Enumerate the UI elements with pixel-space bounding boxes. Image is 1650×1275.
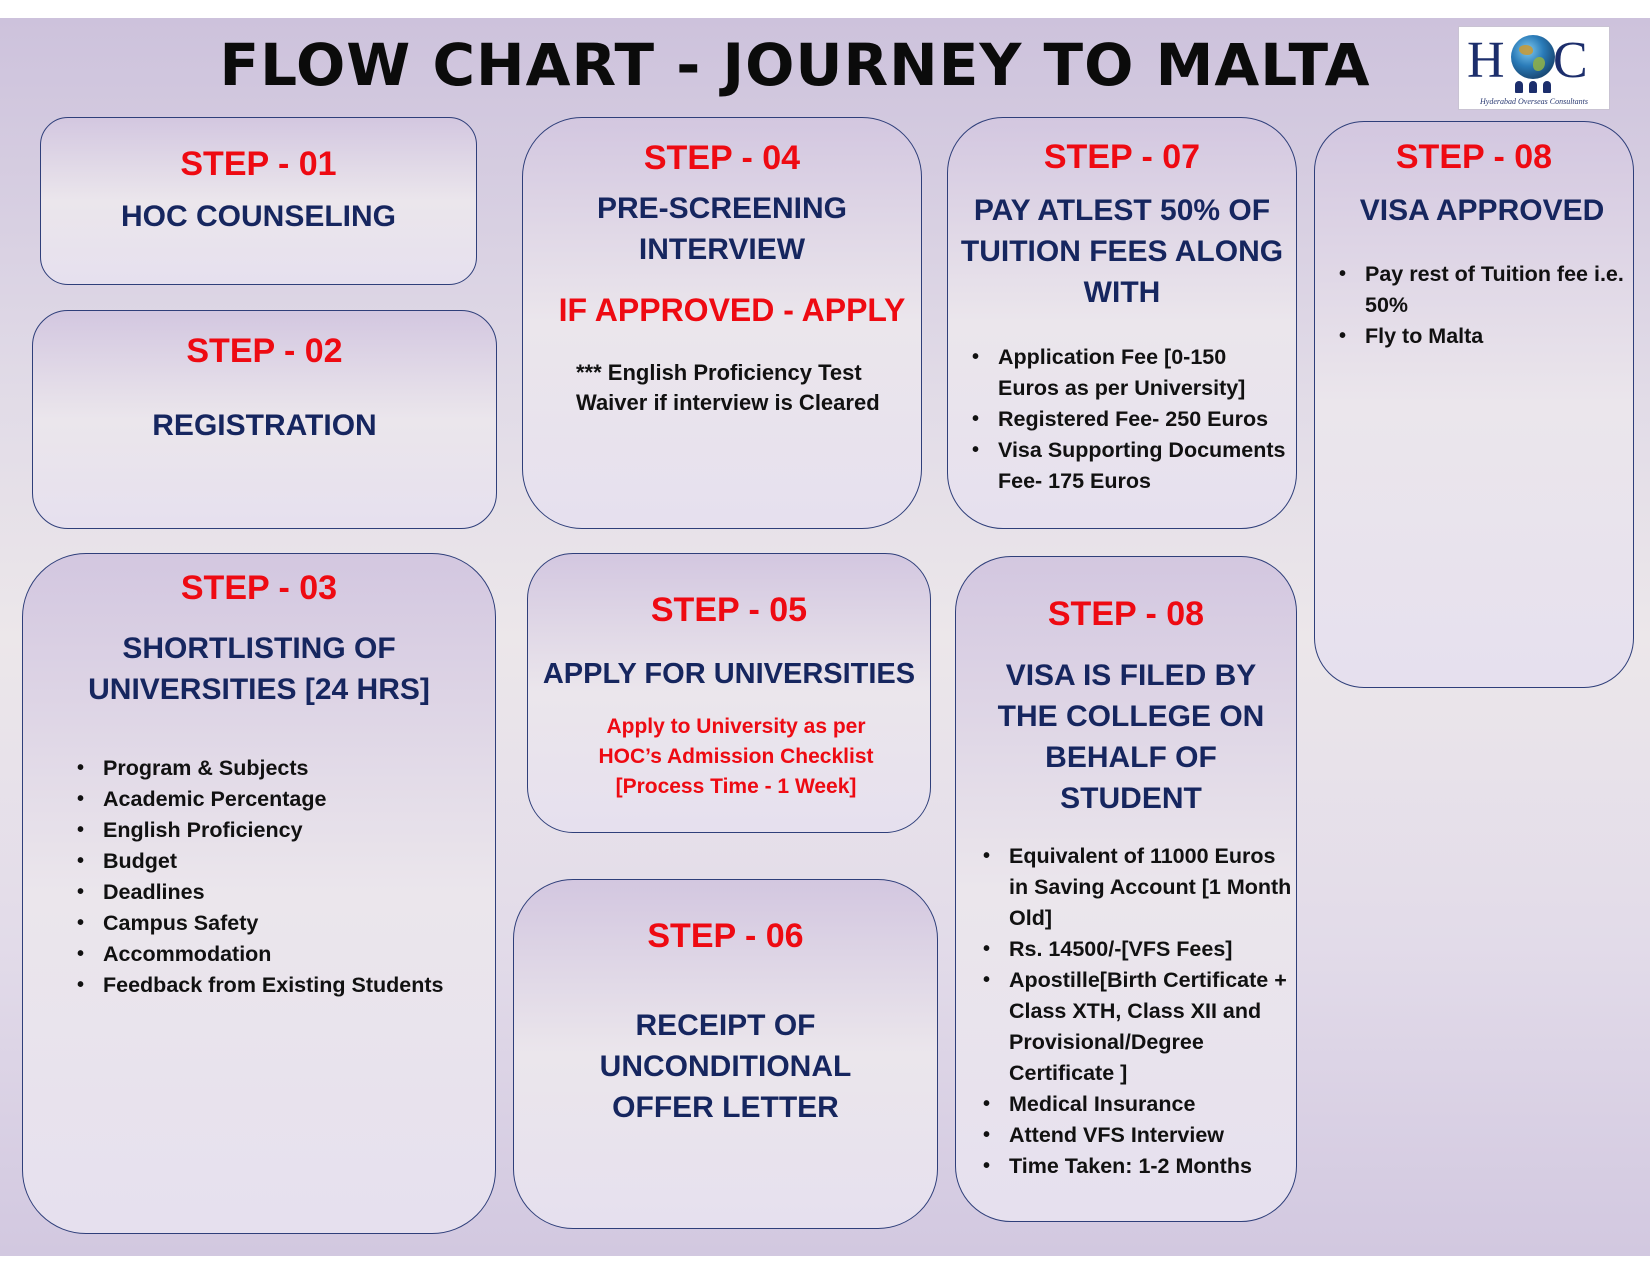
step-08-label: STEP - 08: [1047, 595, 1205, 633]
step-06-heading: RECEIPT OF UNCONDITIONAL OFFER LETTER: [599, 1009, 852, 1124]
step-05-box: STEP - 05 APPLY FOR UNIVERSITIES Apply t…: [527, 553, 931, 833]
step-08-approved-bullet-list: Pay rest of Tuition fee i.e. 50% Fly to …: [1337, 259, 1633, 352]
page-title: FLOW CHART - JOURNEY TO MALTA: [219, 31, 1371, 99]
step-04-note: *** English Proficiency Test Waiver if i…: [576, 360, 880, 415]
list-item: Budget: [75, 846, 485, 877]
step-04-label: STEP - 04: [643, 139, 801, 177]
step-01-label: STEP - 01: [180, 145, 337, 183]
list-item: Equivalent of 11000 Euros in Saving Acco…: [981, 841, 1297, 934]
step-06-label: STEP - 06: [647, 917, 804, 955]
list-item: Time Taken: 1-2 Months: [981, 1151, 1297, 1182]
list-item: Rs. 14500/-[VFS Fees]: [981, 934, 1297, 965]
step-08-visa-approved-box: STEP - 08 VISA APPROVED Pay rest of Tuit…: [1314, 121, 1634, 688]
list-item: Application Fee [0-150 Euros as per Univ…: [970, 342, 1292, 404]
list-item: Feedback from Existing Students: [75, 970, 485, 1001]
step-08-visa-filed-box: STEP - 08 VISA IS FILED BY THE COLLEGE O…: [955, 556, 1297, 1222]
step-05-label: STEP - 05: [650, 591, 808, 629]
step-02-box: STEP - 02 REGISTRATION: [32, 310, 497, 529]
list-item: Medical Insurance: [981, 1089, 1297, 1120]
step-04-subheading: IF APPROVED - APPLY: [558, 292, 906, 328]
globe-icon: [1511, 35, 1555, 79]
list-item: Visa Supporting Documents Fee- 175 Euros: [970, 435, 1292, 497]
step-07-box: STEP - 07 PAY ATLEST 50% OF TUITION FEES…: [947, 117, 1297, 529]
step-02-heading: REGISTRATION: [152, 409, 377, 442]
step-02-label: STEP - 02: [186, 332, 343, 370]
logo-letter-h: H: [1467, 32, 1505, 89]
step-01-heading: HOC COUNSELING: [120, 200, 396, 233]
step-06-box: STEP - 06 RECEIPT OF UNCONDITIONAL OFFER…: [513, 879, 938, 1229]
list-item: Deadlines: [75, 877, 485, 908]
list-item: Attend VFS Interview: [981, 1120, 1297, 1151]
list-item: Registered Fee- 250 Euros: [970, 404, 1292, 435]
step-08-approved-label: STEP - 08: [1395, 138, 1553, 176]
step-03-box: STEP - 03 SHORTLISTING OF UNIVERSITIES […: [22, 553, 496, 1234]
list-item: Academic Percentage: [75, 784, 485, 815]
hoc-logo: H C Hyderabad Overseas Consultants: [1458, 26, 1610, 110]
step-07-label: STEP - 07: [1043, 138, 1201, 176]
list-item: Accommodation: [75, 939, 485, 970]
step-07-bullet-list: Application Fee [0-150 Euros as per Univ…: [970, 342, 1292, 497]
step-05-heading: APPLY FOR UNIVERSITIES: [542, 658, 916, 690]
step-08-bullet-list: Equivalent of 11000 Euros in Saving Acco…: [981, 841, 1297, 1182]
list-item: Pay rest of Tuition fee i.e. 50%: [1337, 259, 1633, 321]
step-07-heading: PAY ATLEST 50% OF TUITION FEES ALONG WIT…: [960, 194, 1284, 309]
logo-letter-c: C: [1553, 32, 1588, 89]
list-item: Program & Subjects: [75, 753, 485, 784]
step-03-label: STEP - 03: [180, 569, 338, 607]
logo-tagline: Hyderabad Overseas Consultants: [1480, 97, 1588, 106]
list-item: Fly to Malta: [1337, 321, 1633, 352]
step-05-note: Apply to University as per HOC’s Admissi…: [598, 715, 874, 798]
list-item: English Proficiency: [75, 815, 485, 846]
list-item: Campus Safety: [75, 908, 485, 939]
step-03-heading: SHORTLISTING OF UNIVERSITIES [24 HRS]: [88, 632, 430, 706]
step-08-heading: VISA IS FILED BY THE COLLEGE ON BEHALF O…: [997, 659, 1265, 815]
list-item: Apostille[Birth Certificate + Class XTH,…: [981, 965, 1297, 1089]
people-icon: [1509, 79, 1559, 93]
step-01-box: STEP - 01 HOC COUNSELING: [40, 117, 477, 285]
step-03-bullet-list: Program & Subjects Academic Percentage E…: [75, 753, 485, 1001]
step-08-approved-heading: VISA APPROVED: [1359, 194, 1605, 227]
step-04-heading: PRE-SCREENING INTERVIEW: [596, 192, 848, 266]
step-04-box: STEP - 04 PRE-SCREENING INTERVIEW IF APP…: [522, 117, 922, 529]
